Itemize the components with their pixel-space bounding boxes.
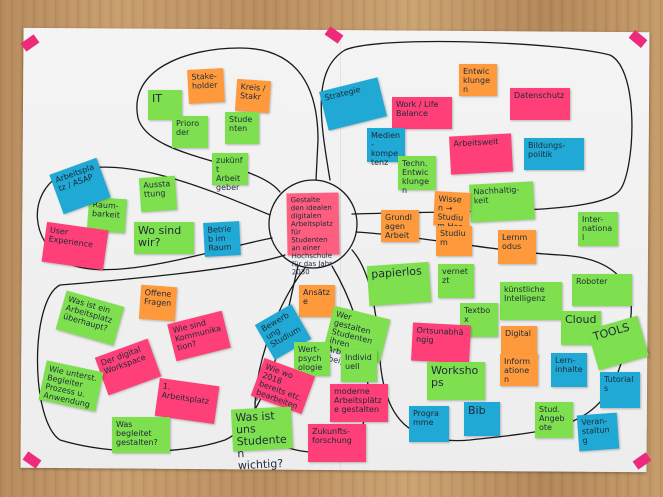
note-lernmodus: Lernmodus xyxy=(498,230,536,264)
note-stakeholder: Stake-holder xyxy=(187,68,225,104)
note-prioroder: Prioroder xyxy=(172,116,208,148)
note-international: Inter-national xyxy=(578,212,618,246)
paper-fold xyxy=(340,30,341,470)
note-was-ist-uns-wichtig: Was ist uns Studenten wichtig? xyxy=(230,406,294,472)
note-bildungspolitik: Bildungs-politik xyxy=(524,138,584,170)
note-textbox: Textbox xyxy=(460,303,498,337)
note-zukunftsforschung: Zukunfts-forschung xyxy=(308,424,366,462)
note-nachhaltigkeit: Nachhaltig-keit xyxy=(469,181,535,223)
note-programme: Programme xyxy=(409,406,449,442)
note-it: IT xyxy=(148,90,182,120)
note-wissen-studium: Wissen → Studium Hos xyxy=(433,191,471,232)
note-kuenstliche-intelligenz: künstliche Intelligenz xyxy=(500,282,562,320)
note-entwicklungen: Entwicklungen xyxy=(459,64,497,96)
note-techn-entwicklungen: Techn. Entwicklungen xyxy=(398,156,436,195)
note-work-life-balance: Work / Life Balance xyxy=(392,97,452,129)
note-ortsunabhaengig: Ortsunabhängig xyxy=(411,322,471,364)
note-studium: Studium xyxy=(436,226,472,256)
note-datenschutz: Datenschutz xyxy=(510,88,570,120)
note-lerninhalte: Lern-inhalte xyxy=(551,353,587,387)
note-vernetzt: vernetzt xyxy=(438,264,474,298)
note-roboter: Roboter xyxy=(572,274,632,306)
note-workshops: Workshops xyxy=(427,362,485,400)
note-was-begleitet-gestalten: Was begleitet gestalten? xyxy=(112,417,170,453)
note-ausstattung: Ausstattung xyxy=(138,175,178,213)
note-tutorials: Tutorials xyxy=(600,372,640,408)
note-bib: Bib xyxy=(464,402,500,436)
note-veranstaltung: Veran-staltung xyxy=(576,412,620,452)
note-kreis-stakr: Kreis / Stakr xyxy=(234,78,272,114)
note-wo-sind-wir: Wo sind wir? xyxy=(134,222,194,254)
note-individuell: Individuell xyxy=(341,350,377,382)
note-zukunft-arbeitgeber: zukünft Arbeitgeber xyxy=(212,153,248,192)
center-question-note: Gestalte den idealen digitalen Arbeitspl… xyxy=(286,192,340,276)
note-digital: Digital xyxy=(501,326,537,358)
note-user-experience: User Experience xyxy=(41,221,109,271)
note-papierlos: papierlos xyxy=(366,261,432,307)
note-stud-angebote: Stud. Angebote xyxy=(535,402,573,438)
note-studenten: Studenten xyxy=(225,112,259,144)
note-offene-fragen: Offene Fragen xyxy=(138,284,178,322)
note-moderne-arbeitsplaetze: moderne Arbeitsplätze gestalten xyxy=(330,384,388,422)
note-informationen: Informationen xyxy=(500,354,538,386)
note-betrieb-im-raum: Betrieb im Raum xyxy=(203,221,241,257)
note-arbeitswelt: Arbeitswelt xyxy=(449,133,513,175)
note-ansaetze: Ansätze xyxy=(299,285,335,317)
note-grundlagen-arbeit: Grundlagen Arbeit xyxy=(381,210,419,242)
